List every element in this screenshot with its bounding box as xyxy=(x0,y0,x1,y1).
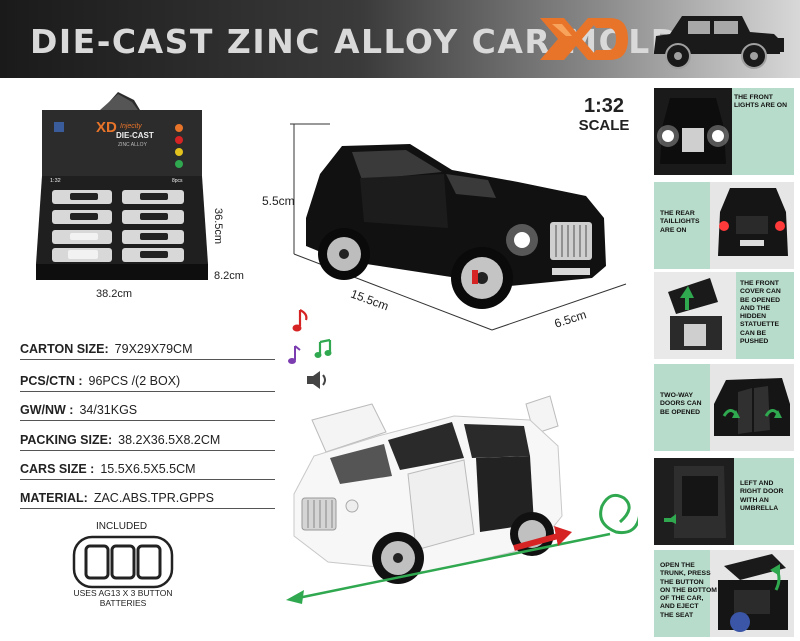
feature-photo xyxy=(710,182,794,269)
feature-text: THE FRONT LIGHTS ARE ON xyxy=(734,94,787,111)
feature-line: TWO-WAY xyxy=(660,392,693,399)
spec-label: CARTON SIZE: xyxy=(20,342,109,356)
feature-text: THE REAR TAILLIGHTS ARE ON xyxy=(660,210,700,235)
scale-ratio: 1:32 xyxy=(583,95,625,117)
box-line1-text: DIE-CAST xyxy=(116,131,154,140)
feature-line: THE FRONT xyxy=(734,94,773,101)
feature-line: RIGHT DOOR xyxy=(740,488,784,496)
white-car-illustration xyxy=(286,395,638,604)
spec-value: 79X29X79CM xyxy=(114,342,193,356)
box-height-dimension: 36.5cm xyxy=(212,208,224,245)
music-note-red-icon xyxy=(292,309,308,332)
spec-label: CARS SIZE : xyxy=(20,462,95,476)
spec-row-carton-size: CARTON SIZE: 79X29X79CM xyxy=(20,336,275,360)
feature-line: COVER CAN xyxy=(740,288,781,296)
feature-photo xyxy=(654,88,732,175)
music-note-green-icon xyxy=(314,338,332,358)
spec-row-pcs-ctn: PCS/CTN : 96PCS /(2 BOX) xyxy=(20,368,275,392)
feature-line: OF THE CAR, xyxy=(660,595,704,603)
spec-row-material: MATERIAL: ZAC.ABS.TPR.GPPS xyxy=(20,485,275,509)
feature-line: AND EJECT THE SEAT xyxy=(660,603,699,619)
feature-line: THE REAR xyxy=(660,210,695,217)
box-scale-text: 1:32 xyxy=(50,178,61,184)
feature-photo xyxy=(654,272,736,359)
feature-text: LEFT AND RIGHT DOOR WITH AN UMBRELLA xyxy=(740,480,783,513)
feature-line: TAILLIGHTS xyxy=(660,218,700,226)
spec-row-gw-nw: GW/NW : 34/31KGS xyxy=(20,397,275,421)
feature-line: ON THE BOTTOM xyxy=(660,586,717,594)
box-depth-dimension: 8.2cm xyxy=(214,270,244,282)
feature-umbrella-doors: LEFT AND RIGHT DOOR WITH AN UMBRELLA xyxy=(654,458,794,545)
spec-row-packing-size: PACKING SIZE: 38.2X36.5X8.2CM xyxy=(20,427,275,451)
feature-eject-seat: OPEN THE TRUNK, PRESS THE BUTTON ON THE … xyxy=(654,550,794,637)
feature-line: HIDDEN xyxy=(740,313,767,321)
feature-two-way-doors: TWO-WAY DOORS CAN BE OPENED xyxy=(654,364,794,451)
speaker-icon xyxy=(307,371,326,389)
feature-text: THE FRONT COVER CAN BE OPENED AND THE HI… xyxy=(740,280,786,346)
box-pcs-text: 8pcs xyxy=(172,178,183,184)
feature-line: STATUETTE CAN BE PUSHED xyxy=(740,321,780,346)
battery-icon xyxy=(72,535,174,589)
feature-line: BE OPENED xyxy=(740,296,781,304)
offroad-car-icon xyxy=(654,16,784,69)
spec-label: PACKING SIZE: xyxy=(20,433,113,447)
battery-caption: USES AG13 X 3 BUTTON BATTERIES xyxy=(48,588,198,608)
feature-line: OPEN THE xyxy=(660,562,695,569)
feature-line: THE FRONT xyxy=(740,280,779,287)
feature-line: TRUNK, PRESS xyxy=(660,570,711,578)
battery-caption-line1: USES AG13 X 3 BUTTON xyxy=(73,588,173,598)
scale-word: SCALE xyxy=(578,117,630,134)
feature-photo xyxy=(710,550,794,637)
box-line2-text: ZINC ALLOY xyxy=(118,142,148,148)
feature-text: TWO-WAY DOORS CAN BE OPENED xyxy=(660,392,702,417)
feature-front-lights: THE FRONT LIGHTS ARE ON xyxy=(654,88,794,175)
box-tagline-text: Injecity xyxy=(120,123,142,130)
scale-badge: 1:32 SCALE xyxy=(572,96,636,136)
feature-rear-taillights: THE REAR TAILLIGHTS ARE ON xyxy=(654,182,794,269)
header-banner: DIE-CAST ZINC ALLOY CAR MOLD xyxy=(0,0,800,78)
spec-value: 34/31KGS xyxy=(79,403,138,417)
spec-row-cars-size: CARS SIZE : 15.5X6.5X5.5CM xyxy=(20,456,275,480)
feature-line: THE BUTTON xyxy=(660,578,704,586)
feature-line: LEFT AND xyxy=(740,480,774,487)
spec-label: MATERIAL: xyxy=(20,491,88,505)
feature-line: UMBRELLA xyxy=(740,504,779,512)
feature-text: OPEN THE TRUNK, PRESS THE BUTTON ON THE … xyxy=(660,562,717,620)
feature-line: ARE ON xyxy=(660,226,687,234)
display-box-illustration: XD Injecity DIE-CAST ZINC ALLOY 1:32 8pc… xyxy=(36,92,208,280)
feature-line: AND THE xyxy=(740,304,771,312)
spec-label: GW/NW : xyxy=(20,403,74,417)
spec-value: 38.2X36.5X8.2CM xyxy=(118,433,221,447)
car-height-dimension: 5.5cm xyxy=(262,194,295,208)
spec-value: 15.5X6.5X5.5CM xyxy=(100,462,196,476)
black-car-illustration xyxy=(290,123,627,331)
feature-photo xyxy=(654,458,734,545)
box-brand-text: XD xyxy=(96,119,117,136)
music-note-purple-icon xyxy=(288,345,301,364)
feature-line: BE OPENED xyxy=(660,408,701,416)
feature-photo xyxy=(710,364,794,451)
feature-line: WITH AN xyxy=(740,496,769,504)
spec-label: PCS/CTN : xyxy=(20,374,83,388)
brand-logo-icon xyxy=(540,18,628,60)
feature-line: DOORS CAN xyxy=(660,400,702,408)
box-width-dimension: 38.2cm xyxy=(96,288,133,300)
included-label: INCLUDED xyxy=(96,521,148,532)
feature-line: LIGHTS ARE ON xyxy=(734,102,787,110)
battery-caption-line2: BATTERIES xyxy=(99,598,147,608)
feature-front-cover: THE FRONT COVER CAN BE OPENED AND THE HI… xyxy=(654,272,794,359)
spec-value: ZAC.ABS.TPR.GPPS xyxy=(93,491,214,505)
spec-value: 96PCS /(2 BOX) xyxy=(88,374,181,388)
